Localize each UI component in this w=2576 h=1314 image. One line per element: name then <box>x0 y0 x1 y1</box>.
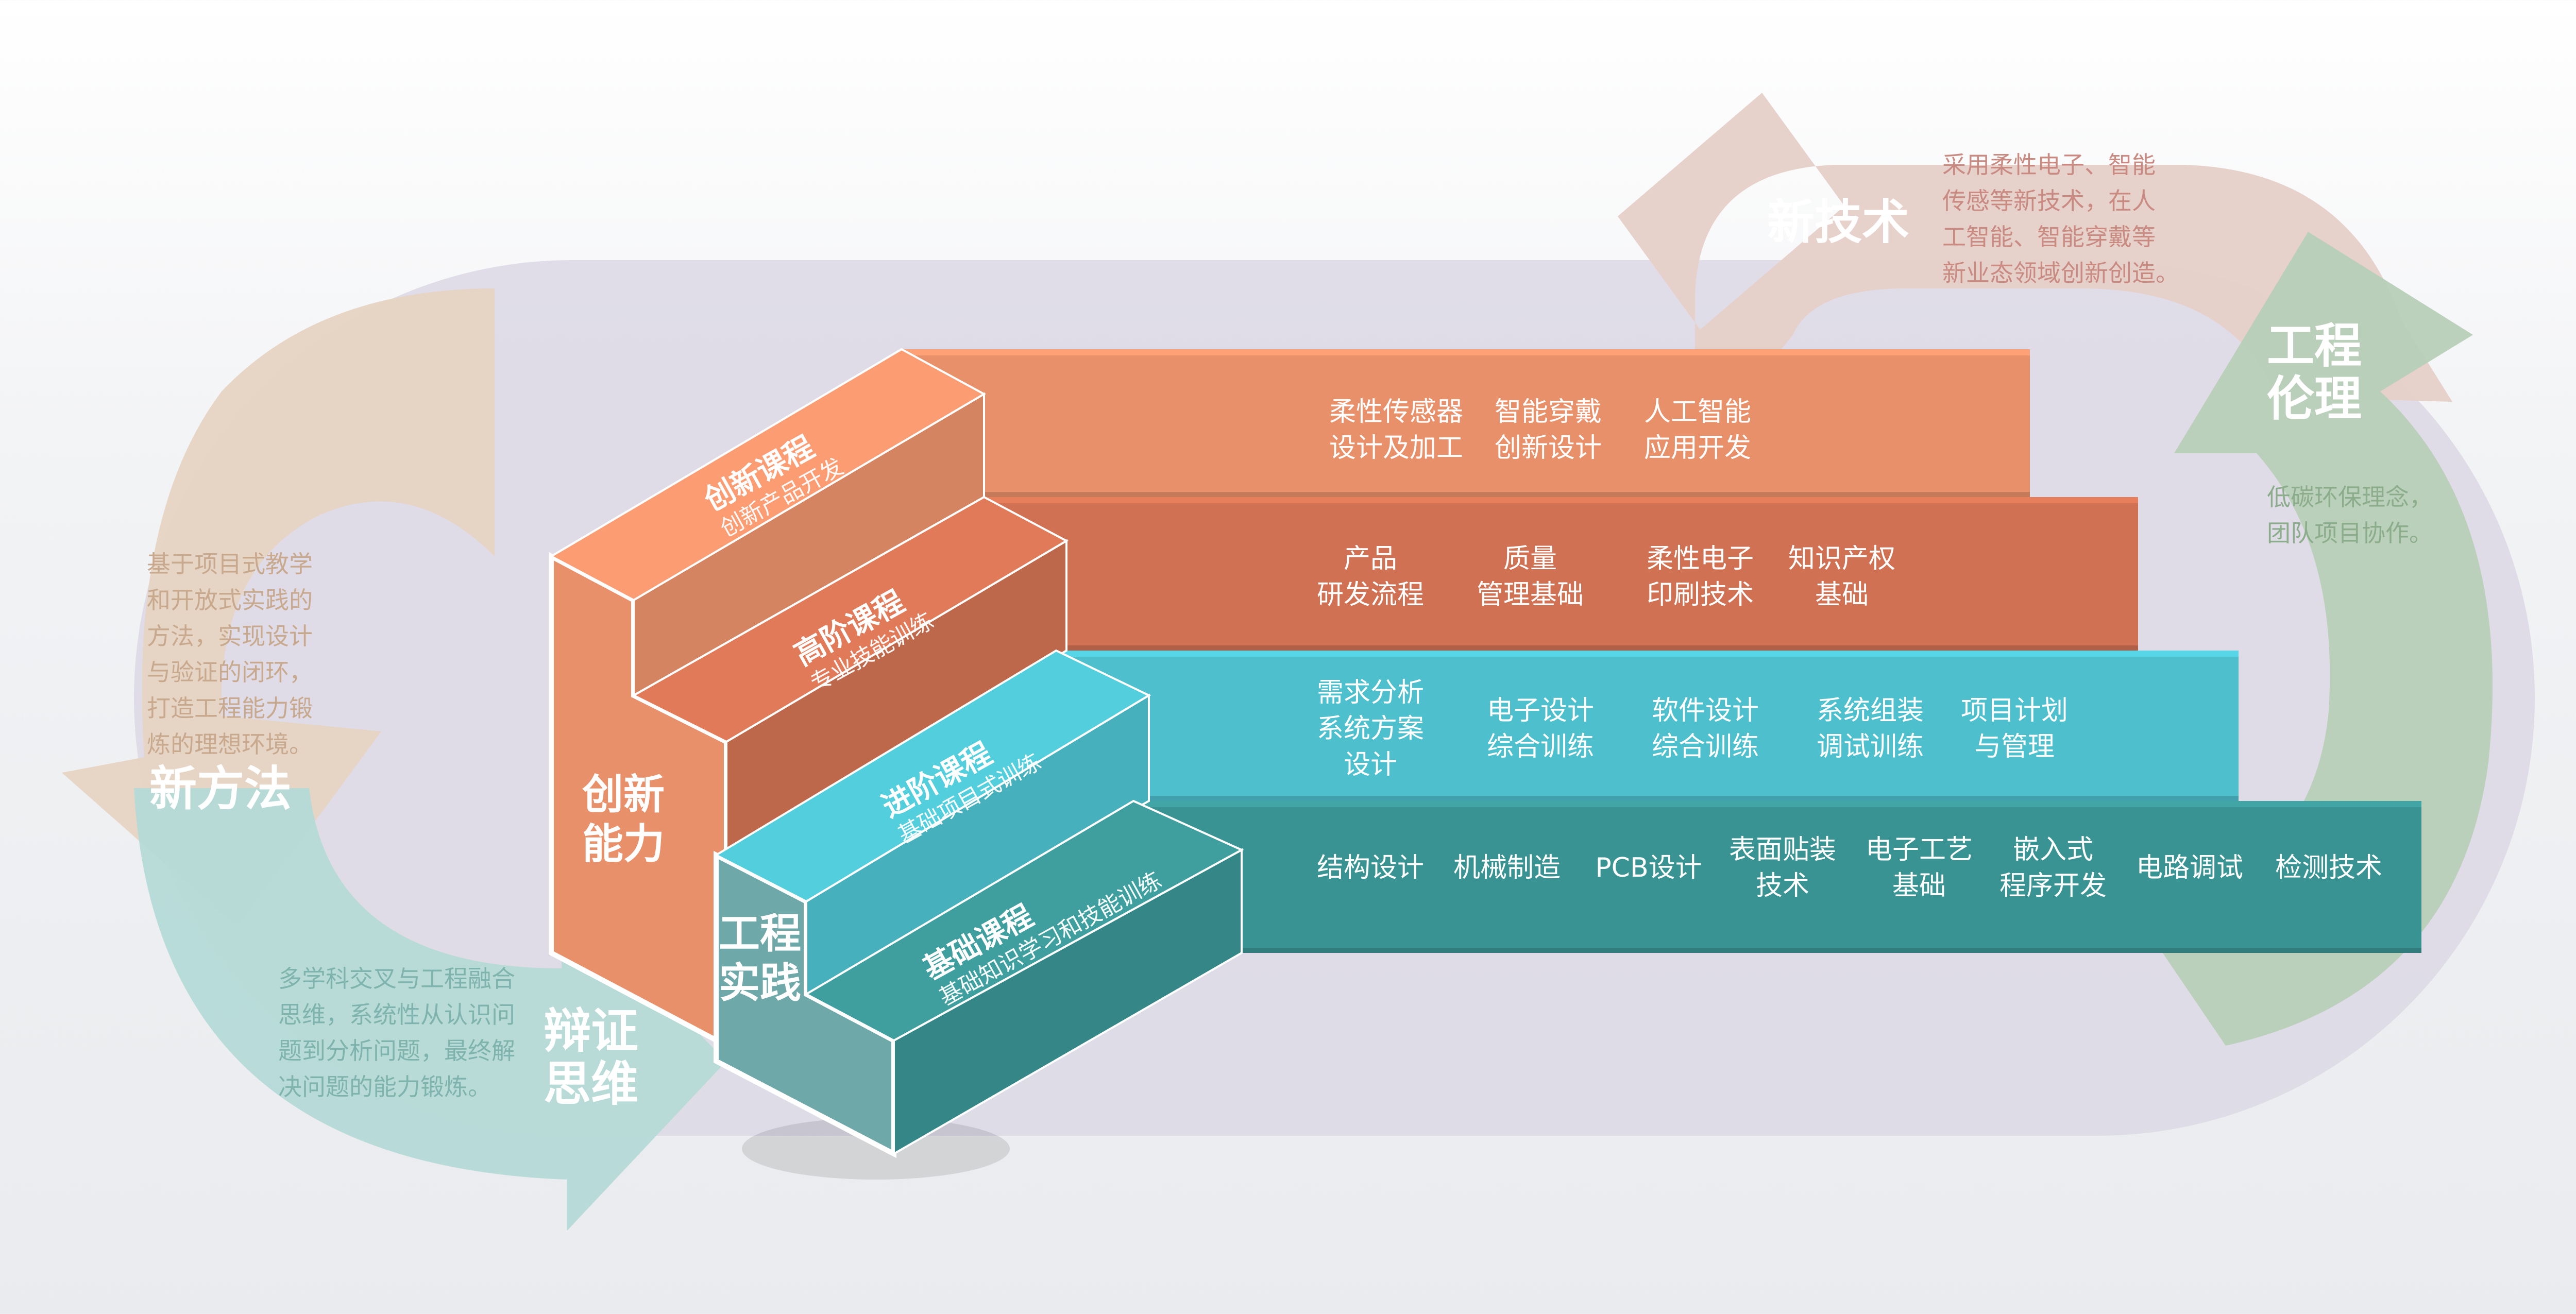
course-bar-bottom-edge-2 <box>1056 796 2239 801</box>
course-cell: 机械制造 <box>1453 852 1561 883</box>
course-cell: 软件设计 综合训练 <box>1651 695 1759 762</box>
course-cell: PCB设计 <box>1595 852 1702 883</box>
engineering-practice-label: 工程 实践 <box>719 910 801 1007</box>
course-bar-2 <box>1056 651 2239 801</box>
course-cell: 嵌入式 程序开发 <box>1999 834 2107 901</box>
course-bar-top-edge-2 <box>1056 651 2239 657</box>
course-bar-top-edge-0 <box>902 349 2030 355</box>
course-bar-3 <box>1133 801 2421 953</box>
course-cell: 柔性电子 印刷技术 <box>1646 543 1754 610</box>
course-cell: 项目计划 与管理 <box>1960 695 2069 762</box>
course-cell: 电路调试 <box>2136 852 2244 883</box>
innovation-ability-label: 创新 能力 <box>582 771 665 868</box>
stair-step-tread-0 <box>549 348 987 602</box>
method-arrow <box>62 288 495 927</box>
course-bar-bottom-edge-3 <box>1133 948 2421 953</box>
course-cell: 系统组装 调试训练 <box>1816 695 1924 762</box>
stair-step-tread-1 <box>631 496 1069 743</box>
tech-desc: 采用柔性电子、智能 传感等新技术，在人 工智能、智能穿戴等 新业态领域创新创造。 <box>1942 151 2179 287</box>
ethics-title: 工程 伦理 <box>2267 318 2362 427</box>
course-cell: 表面贴装 技术 <box>1728 834 1837 901</box>
course-bar-top-edge-1 <box>979 497 2138 503</box>
tech-arrow <box>1618 93 2452 402</box>
course-cell: 需求分析 系统方案 设计 <box>1316 677 1425 780</box>
course-bar-0 <box>902 349 2030 497</box>
course-cell: 质量 管理基础 <box>1476 543 1584 610</box>
course-cell: 电子工艺 基础 <box>1865 834 1973 901</box>
course-bar-top-edge-3 <box>1133 801 2421 807</box>
course-cell: 智能穿戴 创新设计 <box>1494 397 1602 464</box>
thinking-desc: 多学科交叉与工程融合 思维，系统性从认识问 题到分析问题，最终解 决问题的能力锻… <box>278 965 515 1101</box>
stair-step-tread-3 <box>804 799 1244 1042</box>
stair-step-tread-2 <box>714 649 1151 903</box>
course-cell: 人工智能 应用开发 <box>1643 397 1752 464</box>
course-bar-bottom-edge-1 <box>979 645 2138 651</box>
course-bar-bottom-edge-0 <box>902 492 2030 497</box>
course-cell: 结构设计 <box>1316 852 1425 883</box>
method-desc: 基于项目式教学 和开放式实践的 方法，实现设计 与验证的闭环， 打造工程能力锻 … <box>147 550 313 758</box>
course-cell: 电子设计 综合训练 <box>1486 695 1595 762</box>
method-title: 新方法 <box>149 761 292 816</box>
course-bar-1 <box>979 497 2138 651</box>
course-cell: 产品 研发流程 <box>1316 543 1425 610</box>
tech-title: 新技术 <box>1767 195 1910 250</box>
ethics-desc: 低碳环保理念， 团队项目协作。 <box>2267 483 2433 547</box>
course-cell: 检测技术 <box>2275 852 2383 883</box>
stair-shadow <box>742 1118 1010 1180</box>
thinking-title: 辩证 思维 <box>544 1003 639 1112</box>
course-cell: 知识产权 基础 <box>1788 543 1896 610</box>
course-cell: 柔性传感器 设计及加工 <box>1329 397 1464 464</box>
thinking-arrow <box>134 788 726 1231</box>
